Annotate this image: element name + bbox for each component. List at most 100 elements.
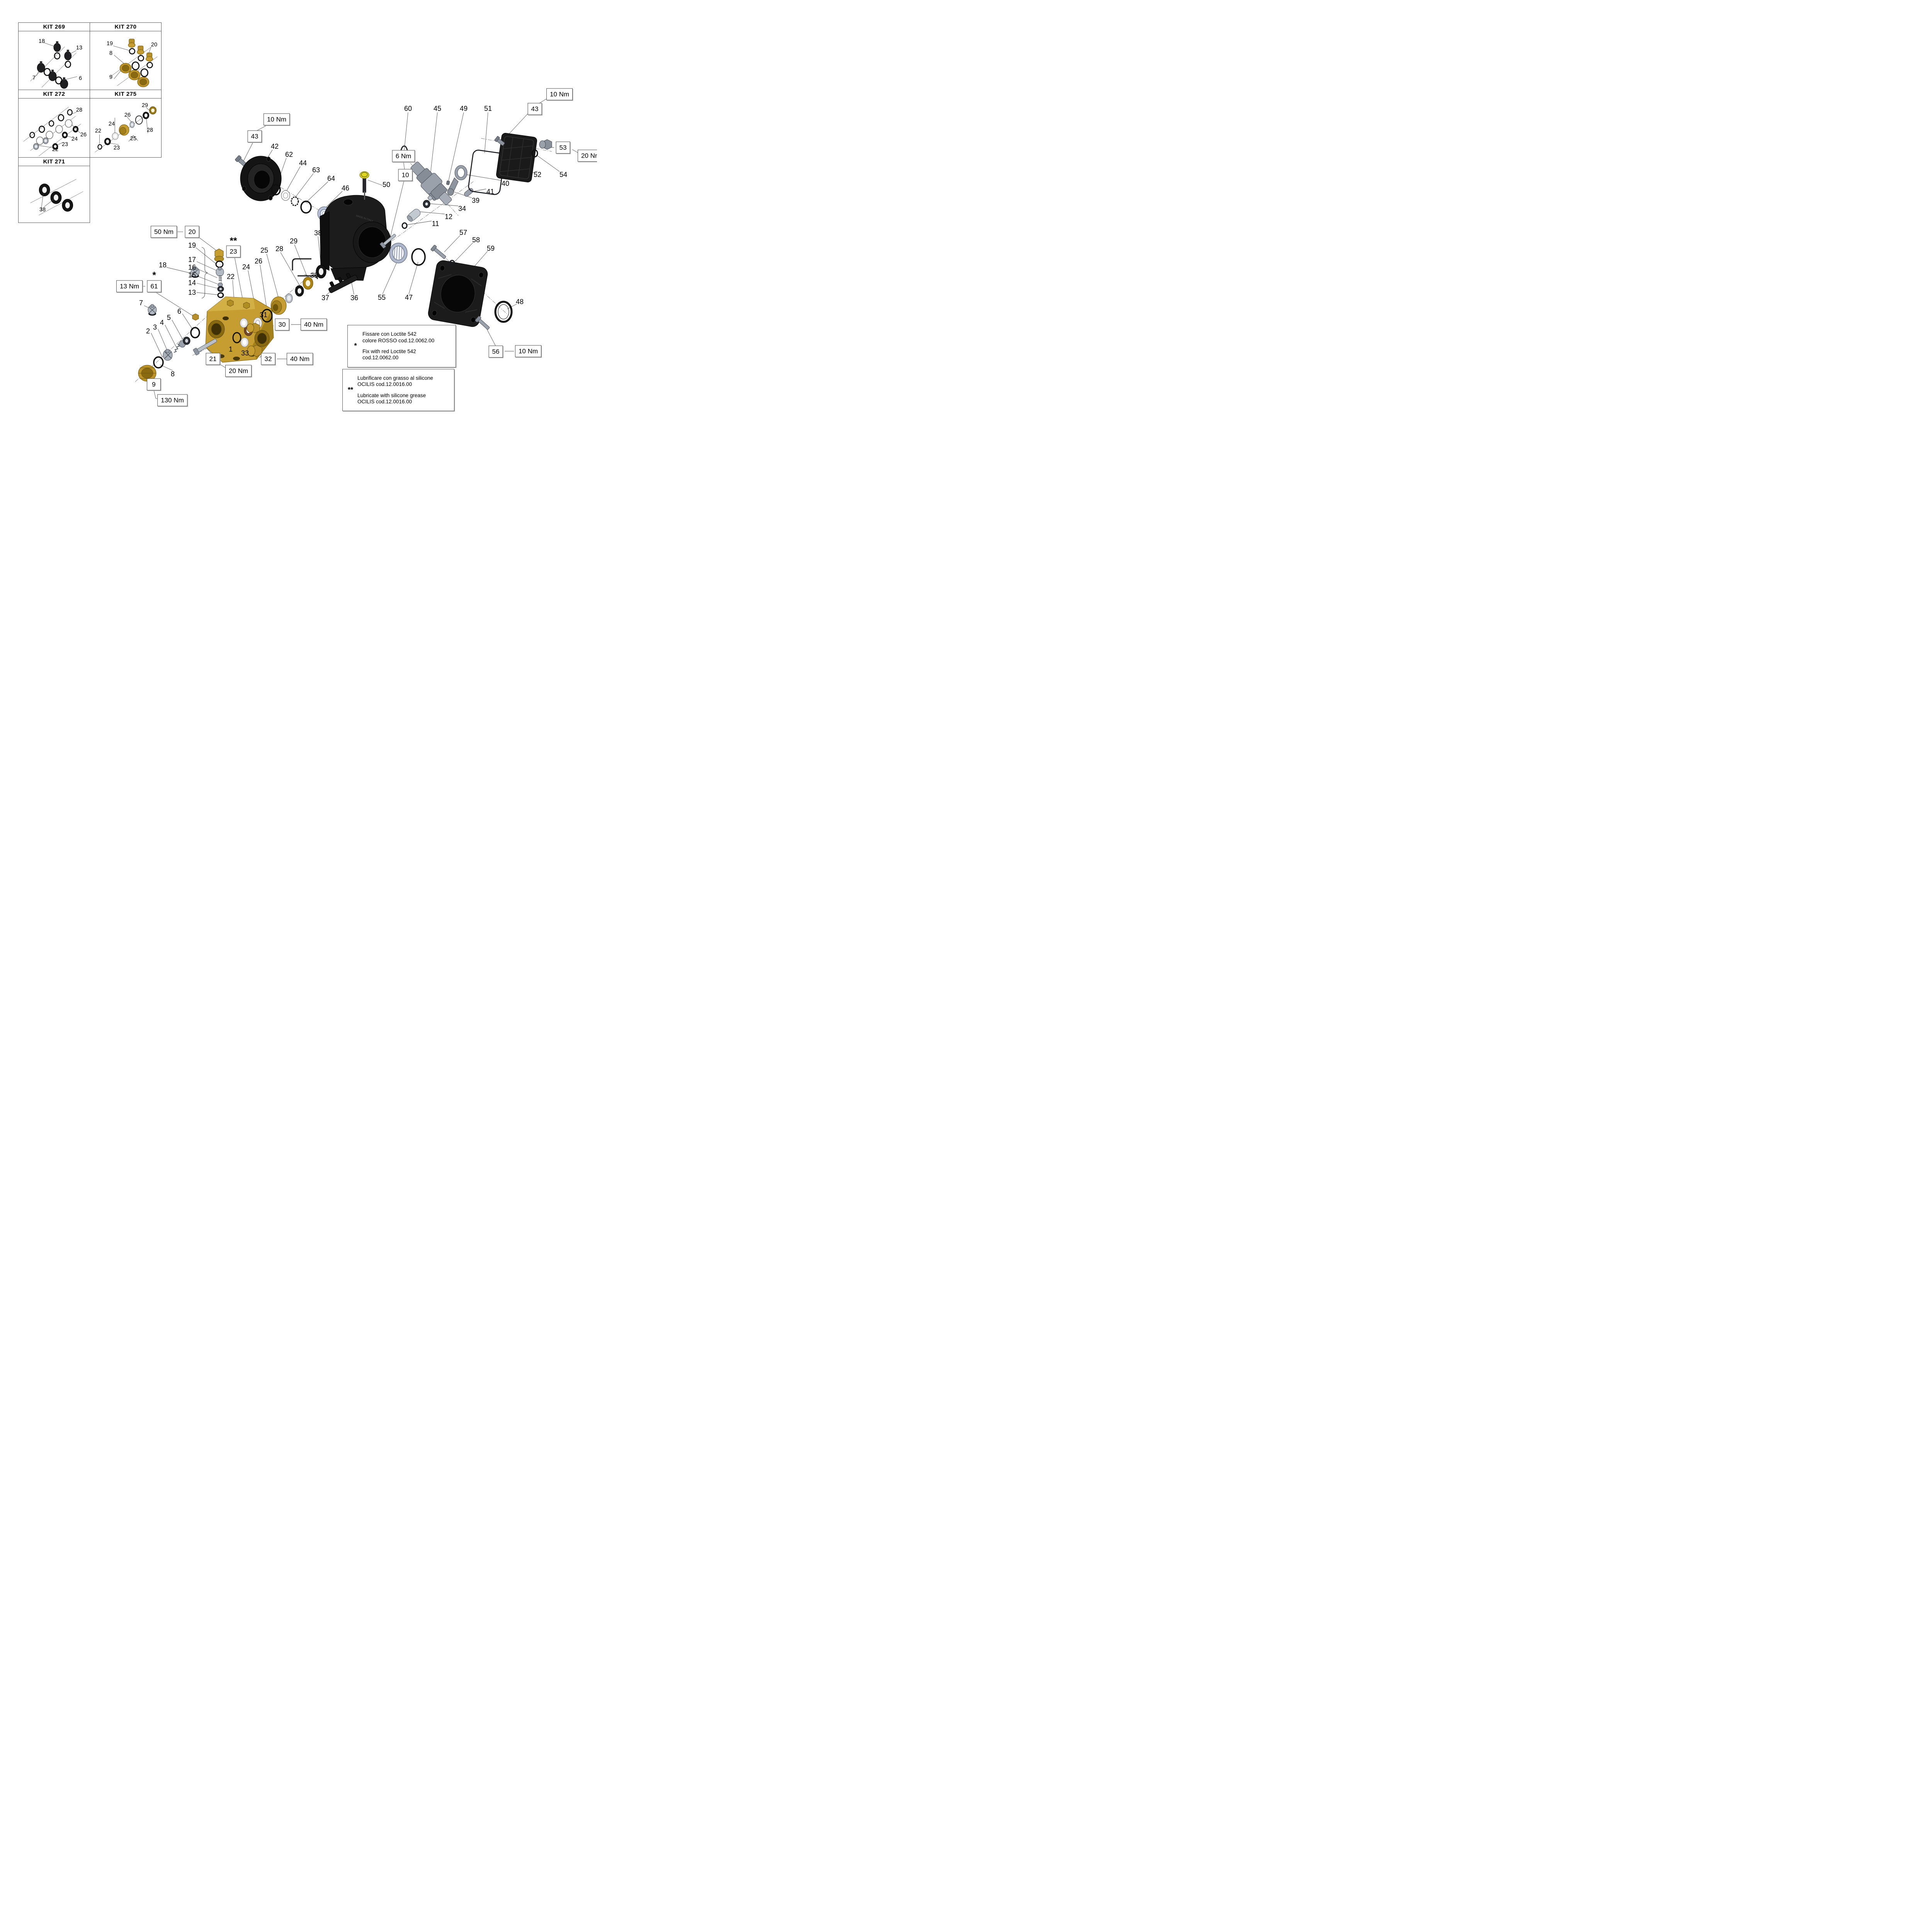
- part-callout: 50 Nm: [150, 226, 177, 238]
- part-callout: 19: [188, 241, 196, 249]
- kit-269: KIT 269: [18, 22, 90, 90]
- kit-part-number: 28: [146, 127, 153, 133]
- part-washer-29: [303, 277, 313, 290]
- part-callout: 44: [299, 159, 307, 167]
- part-callout: 20 Nm: [225, 365, 252, 377]
- part-callout: 13 Nm: [116, 280, 143, 292]
- note-line: OCILIS cod.12.0016.00: [357, 381, 412, 388]
- part-callout: 39: [471, 197, 480, 204]
- part-callout: 22: [226, 273, 235, 280]
- part-rear-cover-52: [496, 133, 537, 183]
- note-line: Lubricate with silicone grease: [357, 392, 426, 398]
- part-seal-44: [281, 190, 290, 201]
- part-grub-screw-49: [446, 180, 450, 185]
- part-o-ring-13: [217, 292, 224, 298]
- part-callout: 49: [459, 105, 468, 112]
- kit-part-number: 8: [109, 50, 113, 56]
- part-o-ring-54: [531, 149, 538, 158]
- note-line: Lubrificare con grasso al silicone: [357, 375, 433, 381]
- part-spring-16: [219, 275, 222, 281]
- note-silicone-grease: ** Lubrificare con grasso al silicone OC…: [342, 369, 454, 411]
- part-o-ring-62: [271, 184, 281, 195]
- part-callout: 37: [321, 294, 330, 302]
- kit-part-number: 18: [38, 38, 45, 44]
- part-callout: 9: [147, 378, 161, 391]
- part-callout: 1: [228, 345, 233, 353]
- kit-271: KIT 271 38: [18, 157, 90, 223]
- part-oil-dipstick-50: [359, 171, 369, 200]
- kit-272: KIT 272: [18, 90, 90, 158]
- kit-part-number: 13: [76, 45, 83, 51]
- part-seal-38: [316, 265, 327, 279]
- kit-269-drawing: [30, 41, 77, 89]
- kit-part-number: 6: [78, 75, 82, 82]
- note-line: Fix with red Loctite 542: [362, 348, 416, 354]
- part-callout: 54: [559, 171, 568, 178]
- part-bolt-10: [379, 234, 396, 249]
- part-callout: 13: [188, 289, 196, 296]
- kit-part-number: 7: [32, 75, 36, 81]
- part-valve-7: [148, 304, 157, 316]
- part-callout: 6: [177, 308, 182, 315]
- part-callout: 3: [153, 323, 157, 331]
- part-callout: 33: [241, 349, 249, 357]
- asterisk-marker: *: [152, 270, 156, 280]
- kit-title: KIT 269: [19, 23, 90, 31]
- part-bushing-25: [285, 293, 293, 303]
- kit-part-number: 22: [52, 146, 59, 153]
- note-line: cod.12.0062.00: [362, 355, 399, 361]
- part-pump-head-1: [205, 296, 274, 363]
- kit-title: KIT 272: [19, 90, 90, 99]
- part-o-ring-47: [411, 248, 426, 266]
- note-marker: *: [354, 342, 357, 350]
- part-callout: 10 Nm: [263, 113, 290, 126]
- part-needle-bearing-55: [389, 243, 408, 263]
- part-o-ring-19: [215, 260, 224, 268]
- part-callout: 15: [188, 271, 196, 279]
- part-callout: 40 Nm: [286, 353, 313, 365]
- part-callout: 16: [188, 263, 196, 271]
- part-callout: 34: [458, 205, 466, 212]
- part-callout: 43: [247, 130, 262, 143]
- part-lock-washer-63: [291, 196, 299, 206]
- kit-part-number: 19: [106, 41, 113, 47]
- part-washer-11: [401, 222, 408, 229]
- part-callout: 45: [433, 105, 442, 112]
- part-callout: 29: [289, 237, 298, 245]
- part-plug-20: [214, 248, 224, 262]
- kit-270: KIT 270: [90, 22, 162, 90]
- part-callout: 32: [261, 353, 276, 365]
- part-callout: 28: [275, 245, 284, 253]
- kit-part-number: 22: [95, 128, 102, 134]
- kit-272-drawing: [23, 107, 81, 156]
- note-line: OCILIS cod.12.0016.00: [357, 398, 412, 405]
- part-bolt-57: [430, 245, 446, 259]
- part-callout: 59: [486, 245, 495, 252]
- part-washer-33: [240, 337, 249, 347]
- part-spring-4: [173, 343, 181, 353]
- part-o-ring-64: [300, 201, 312, 214]
- part-callout: 130 Nm: [157, 394, 187, 406]
- kit-title: KIT 270: [90, 23, 161, 31]
- part-callout: 52: [533, 171, 542, 178]
- part-callout: 61: [147, 280, 162, 292]
- part-callout: 40: [501, 180, 510, 187]
- part-washer-31: [240, 318, 248, 328]
- kit-part-number: 23: [113, 145, 120, 151]
- part-callout: 42: [270, 143, 279, 150]
- part-callout: 30: [275, 318, 289, 331]
- part-washer-34: [423, 200, 430, 208]
- kit-part-number: 9: [109, 74, 113, 80]
- part-plug-53: [539, 139, 552, 150]
- part-callout: 2: [146, 327, 150, 335]
- kit-panel: KIT 269: [18, 22, 162, 223]
- part-crankshaft-45: [410, 161, 452, 205]
- part-conrod-40: [447, 165, 468, 196]
- part-callout: 20: [185, 226, 199, 238]
- part-seal-washer-5: [183, 337, 190, 345]
- kit-part-number: 38: [39, 207, 46, 213]
- kit-part-number: 24: [71, 136, 78, 142]
- kit-270-drawing: [109, 39, 158, 87]
- part-callout: 11: [432, 220, 439, 228]
- part-retainer-wire-35: [292, 258, 318, 279]
